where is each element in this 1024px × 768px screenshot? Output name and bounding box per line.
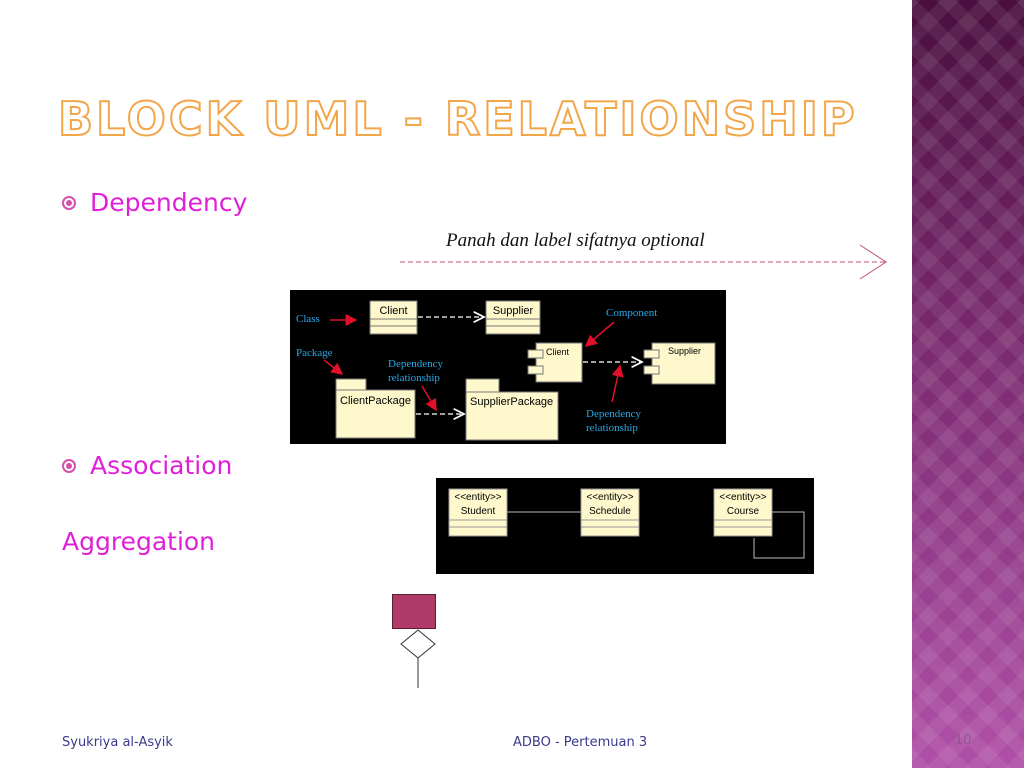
client-class-name: Client (379, 305, 407, 317)
radio-bullet-icon (62, 195, 76, 210)
decorative-side-band (912, 0, 1024, 768)
client-component-name: Client (546, 347, 570, 357)
slide-title: Block UML - Relationship (57, 91, 858, 147)
hollow-diamond-icon (400, 629, 436, 659)
bullet-association: Association (62, 451, 232, 480)
client-package-name: ClientPackage (340, 395, 411, 407)
aggregation-square-symbol (392, 594, 436, 629)
course-name: Course (727, 506, 760, 517)
package-annotation: Package (296, 347, 333, 359)
supplier-component-box: Supplier (643, 342, 716, 385)
supplier-component-name: Supplier (668, 346, 701, 356)
bullet-association-label: Association (90, 451, 233, 480)
aggregation-diamond-symbol (400, 629, 436, 688)
page-number: 10 (955, 733, 972, 748)
supplier-package-name: SupplierPackage (470, 396, 553, 408)
course-stereotype: <<entity>> (719, 492, 766, 503)
self-association-line (753, 511, 805, 559)
dependency-annotation-right-line1: Dependency (586, 408, 641, 420)
arrow-note: Panah dan label sifatnya optional (446, 230, 705, 251)
radio-bullet-icon (62, 458, 76, 473)
footer-course: ADBO - Pertemuan 3 (513, 735, 648, 750)
schedule-name: Schedule (589, 506, 631, 517)
client-class-box: Client (369, 300, 418, 335)
student-name: Student (461, 506, 496, 517)
dependency-diagram: Class Client Supplier Component Client (290, 290, 726, 444)
schedule-stereotype: <<entity>> (586, 492, 633, 503)
footer-author: Syukriya al-Asyik (62, 735, 173, 750)
student-entity-box: <<entity>> Student (448, 488, 508, 537)
dependency-annotation-right-line2: relationship (586, 422, 638, 434)
bullet-dependency: Dependency (62, 188, 247, 217)
dependency-left-pointer-arrow (421, 385, 437, 412)
dependency-arrow-example (400, 244, 887, 280)
client-component-box: Client (527, 342, 583, 383)
class-annotation: Class (296, 313, 320, 325)
supplier-class-box: Supplier (485, 300, 541, 335)
open-arrowhead (859, 244, 887, 280)
association-diagram: <<entity>> Student <<entity>> Schedule <… (436, 478, 814, 574)
package-pointer-arrow (323, 359, 344, 375)
component-annotation: Component (606, 307, 657, 319)
dependency-annotation-left-line2: relationship (388, 372, 440, 384)
client-package-box: ClientPackage (335, 378, 416, 439)
dependency-right-pointer-arrow (611, 364, 624, 403)
student-stereotype: <<entity>> (454, 492, 501, 503)
supplier-class-name: Supplier (493, 305, 534, 317)
component-pointer-arrow (584, 321, 615, 347)
course-entity-box: <<entity>> Course (713, 488, 773, 537)
dependency-annotation-left-line1: Dependency (388, 358, 443, 370)
schedule-entity-box: <<entity>> Schedule (580, 488, 640, 537)
supplier-package-box: SupplierPackage (465, 378, 559, 441)
aggregation-heading: Aggregation (62, 527, 216, 556)
bullet-dependency-label: Dependency (90, 188, 248, 217)
